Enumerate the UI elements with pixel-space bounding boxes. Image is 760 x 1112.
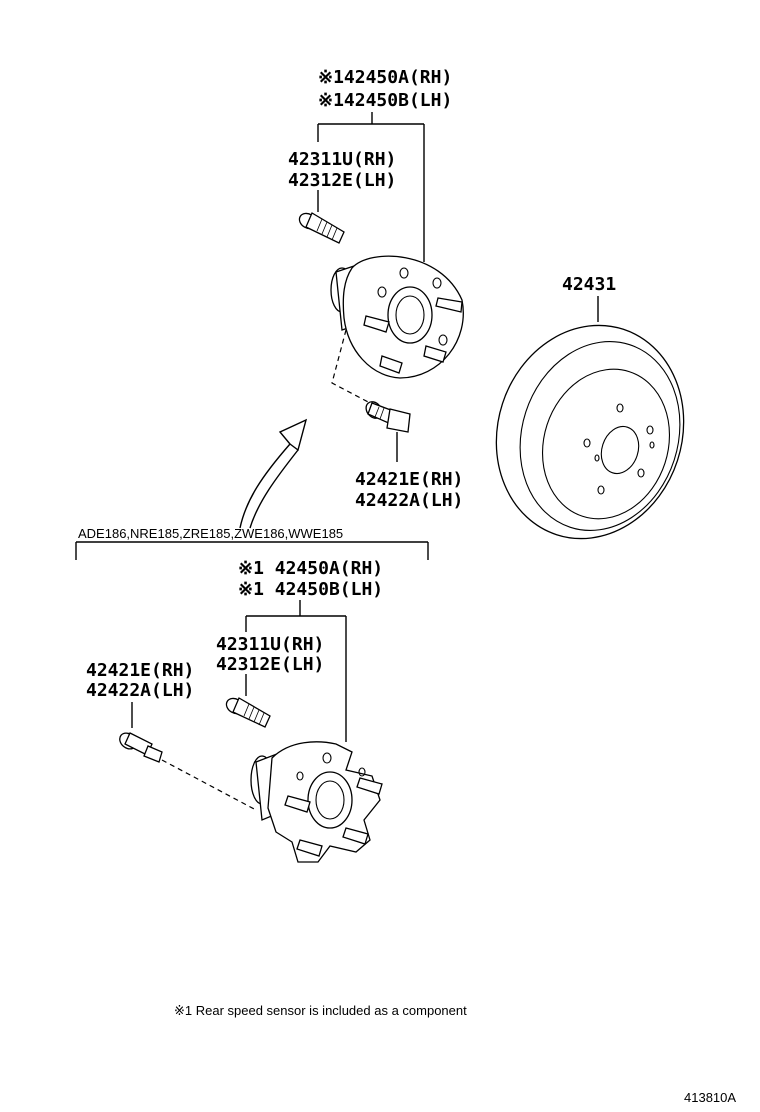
disc-part-number-label[interactable]: 42431 xyxy=(562,274,616,295)
upper-bolt-rh-label[interactable]: 42421E(RH) xyxy=(355,469,463,490)
upper-hub-part-lh-label[interactable]: ※142450B(LH) xyxy=(318,90,452,111)
disc-rotor: 42431 xyxy=(495,274,685,540)
lower-bolt-rh-label[interactable]: 42421E(RH) xyxy=(86,660,194,681)
footnote: ※1 Rear speed sensor is included as a co… xyxy=(174,1003,467,1018)
model-codes-label[interactable]: ADE186,NRE185,ZRE185,ZWE186,WWE185 xyxy=(78,526,343,541)
alternate-variant-arrow xyxy=(239,418,308,529)
upper-bolt-lh-label[interactable]: 42422A(LH) xyxy=(355,490,463,511)
upper-hub-stud xyxy=(298,212,345,244)
lower-stud-lh-label[interactable]: 42312E(LH) xyxy=(216,654,324,675)
upper-hub-bearing xyxy=(330,255,464,379)
upper-stud-rh-label[interactable]: 42311U(RH) xyxy=(288,149,396,170)
upper-hub-leader-bracket xyxy=(317,112,425,262)
lower-bolt-dash-line xyxy=(161,759,257,811)
upper-stud-lh-label[interactable]: 42312E(LH) xyxy=(288,170,396,191)
upper-hub-assembly: ※142450A(RH) ※142450B(LH) 42311U(RH) 423… xyxy=(288,67,464,511)
lower-hub-part-lh-label[interactable]: ※1 42450B(LH) xyxy=(238,579,383,600)
drawing-id: 413810A xyxy=(684,1090,736,1105)
lower-hub-assembly: ADE186,NRE185,ZRE185,ZWE186,WWE185 ※1 42… xyxy=(75,526,429,863)
lower-hub-leader-bracket xyxy=(245,600,347,742)
upper-bolt-dash-line xyxy=(331,329,373,405)
lower-hub-stud xyxy=(225,697,271,728)
lower-hub-part-rh-label[interactable]: ※1 42450A(RH) xyxy=(238,558,383,579)
lower-bolt-lh-label[interactable]: 42422A(LH) xyxy=(86,680,194,701)
upper-hub-bolt xyxy=(365,401,411,433)
lower-stud-rh-label[interactable]: 42311U(RH) xyxy=(216,634,324,655)
lower-hub-bolt xyxy=(119,732,163,763)
lower-hub-bearing xyxy=(250,741,383,863)
model-codes-bracket xyxy=(75,541,429,560)
upper-hub-part-rh-label[interactable]: ※142450A(RH) xyxy=(318,67,452,88)
